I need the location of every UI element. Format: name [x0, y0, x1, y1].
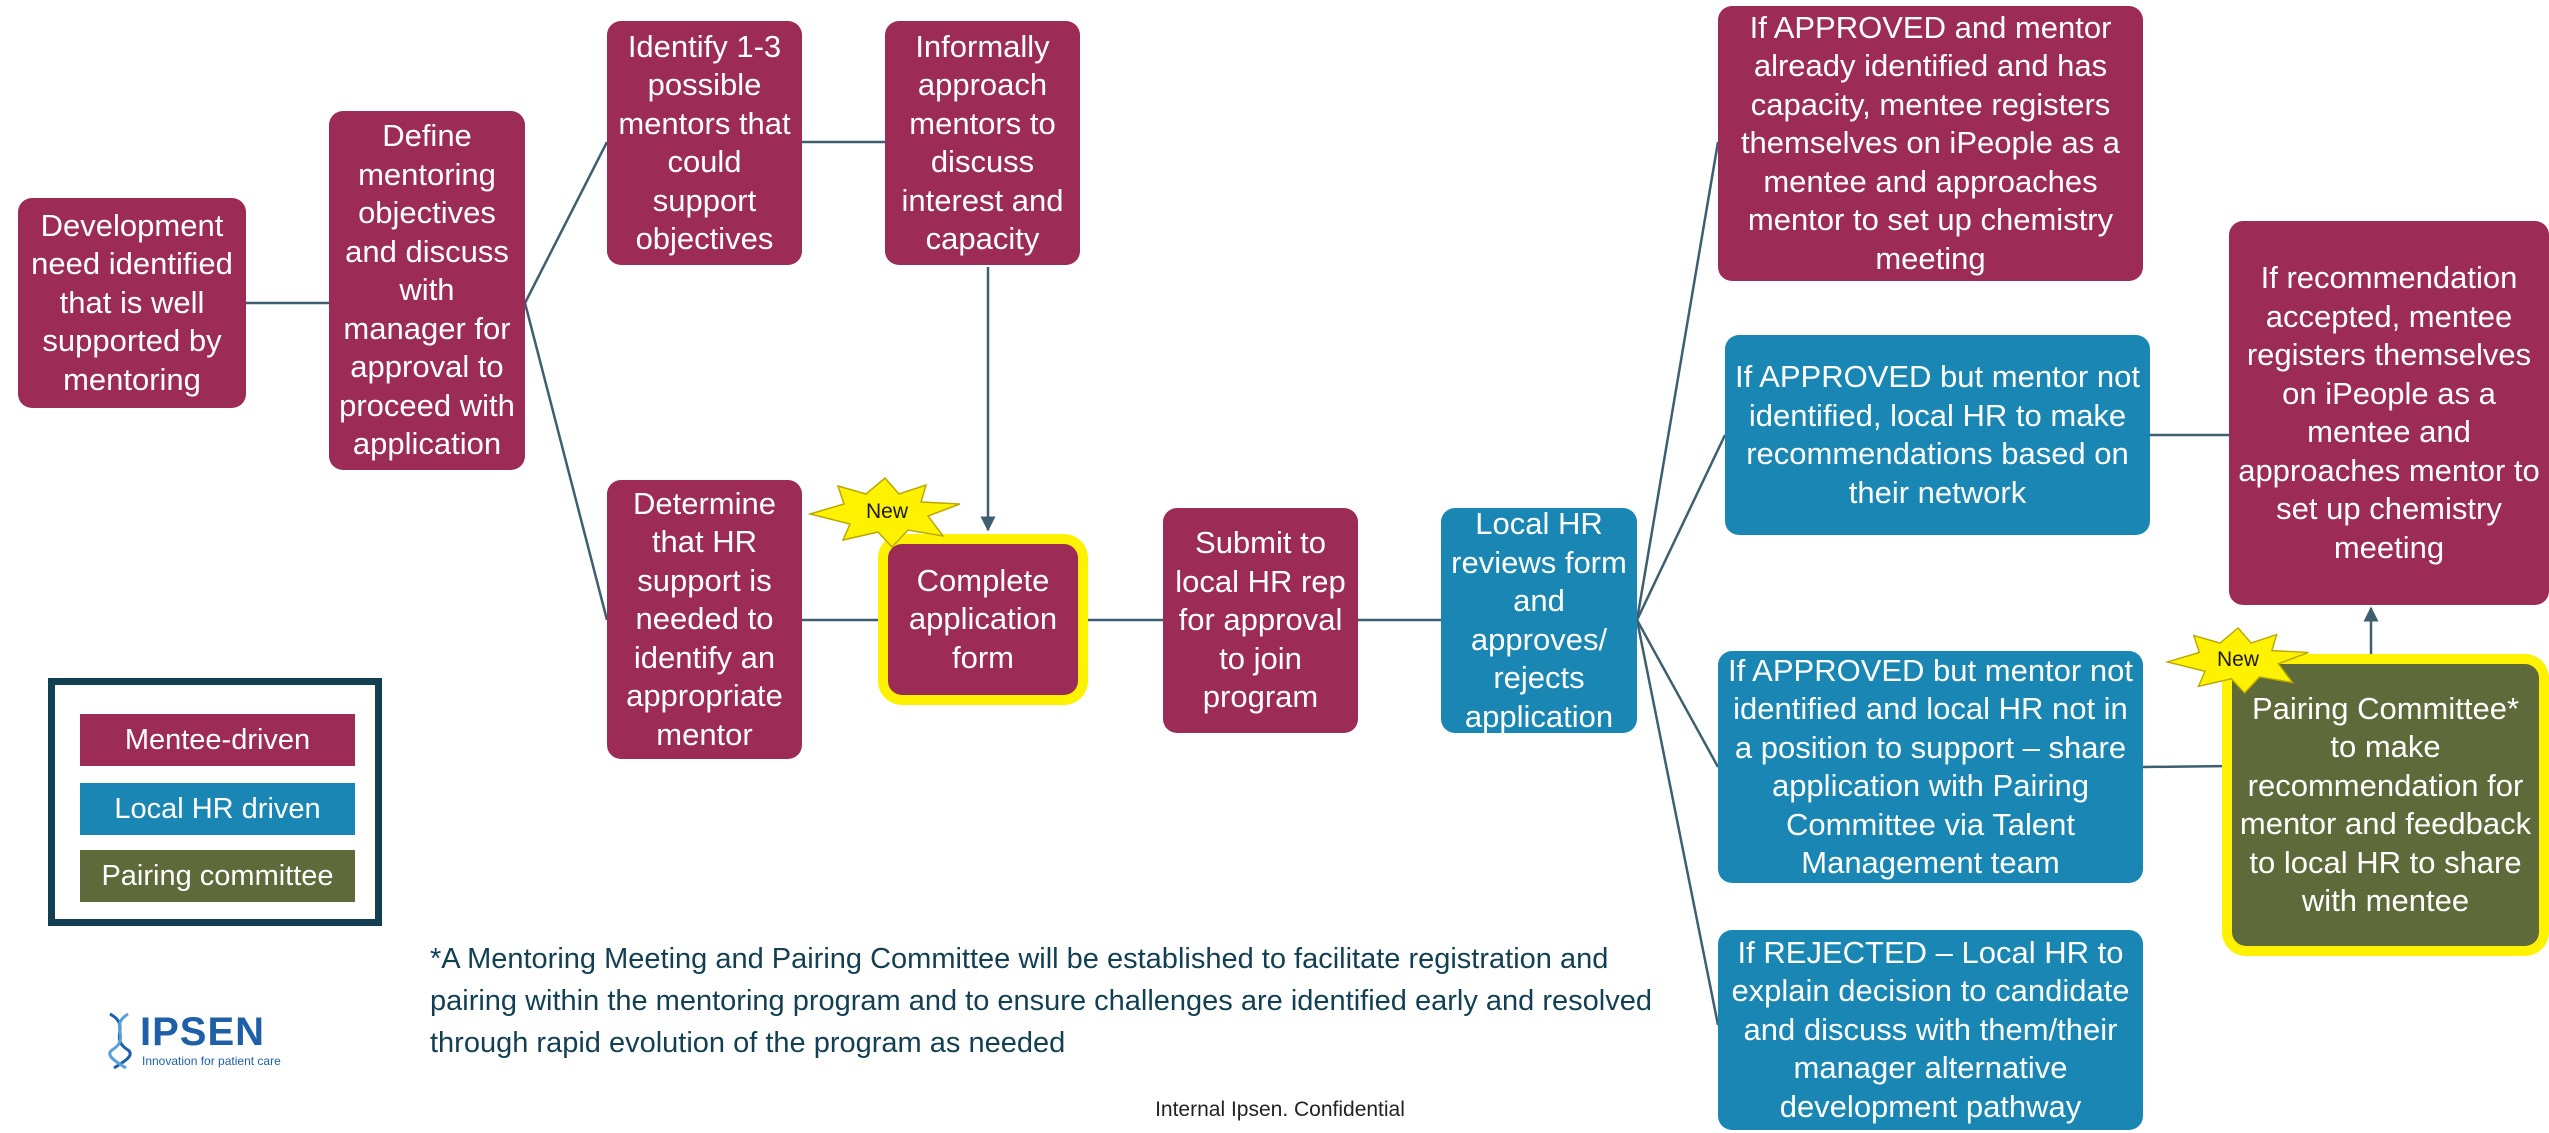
ipsen-logo: IPSEN Innovation for patient care: [100, 1010, 315, 1070]
step-identify-mentors: Identify 1-3 possible mentors that could…: [607, 21, 802, 265]
starburst-icon: [807, 476, 961, 549]
new-badge-label: New: [2216, 648, 2259, 671]
connector-review-to-approved: [1635, 141, 1720, 621]
step-submit-to-hr: Submit to local HR rep for approval to j…: [1163, 508, 1358, 733]
step-determine-hr-support: Determine that HR support is needed to i…: [607, 480, 802, 759]
connector-review-to-hr-recommend: [1635, 434, 1727, 621]
outcome-recommendation-accepted: If recommendation accepted, mentee regis…: [2229, 221, 2549, 605]
step-pairing-committee: Pairing Committee* to make recommendatio…: [2232, 664, 2539, 946]
legend: Mentee-driven Local HR driven Pairing co…: [48, 678, 382, 926]
logo-tagline: Innovation for patient care: [142, 1054, 281, 1068]
footnote: *A Mentoring Meeting and Pairing Committ…: [430, 943, 1652, 1059]
connector-review-to-rejected: [1635, 619, 1720, 1026]
outcome-approved-share-committee: If APPROVED but mentor not identified an…: [1718, 651, 2143, 883]
logo-wordmark: IPSEN: [140, 1010, 266, 1054]
connector-define-to-determine: [523, 302, 609, 621]
connector-define-to-identify: [523, 141, 609, 304]
legend-mentee-driven: Mentee-driven: [80, 714, 355, 766]
dna-helix-icon: [108, 1012, 132, 1070]
legend-local-hr-driven: Local HR driven: [80, 783, 355, 835]
step-complete-application-form: Complete application form: [888, 544, 1078, 695]
connector-share-to-committee: [2142, 764, 2233, 769]
connector-review-to-share: [1635, 619, 1720, 768]
confidentiality-notice: Internal Ipsen. Confidential: [1155, 1098, 1405, 1121]
legend-pairing-committee: Pairing committee: [80, 850, 355, 902]
step-hr-reviews: Local HR reviews form and approves/ reje…: [1441, 506, 1637, 734]
step-approach-mentors: Informally approach mentors to discuss i…: [885, 21, 1080, 265]
step-development-need: Development need identified that is well…: [18, 198, 246, 408]
outcome-rejected: If REJECTED – Local HR to explain decisi…: [1718, 930, 2143, 1130]
new-badge-pairing-committee: [2164, 627, 2309, 694]
step-define-objectives: Define mentoring objectives and discuss …: [329, 111, 525, 470]
starburst-icon: [2164, 627, 2309, 694]
new-badge-label: New: [865, 500, 908, 523]
outcome-approved-hr-recommend: If APPROVED but mentor not identified, l…: [1725, 335, 2150, 535]
outcome-approved-mentor-identified: If APPROVED and mentor already identifie…: [1718, 6, 2143, 281]
new-badge-application-form: [807, 476, 961, 549]
